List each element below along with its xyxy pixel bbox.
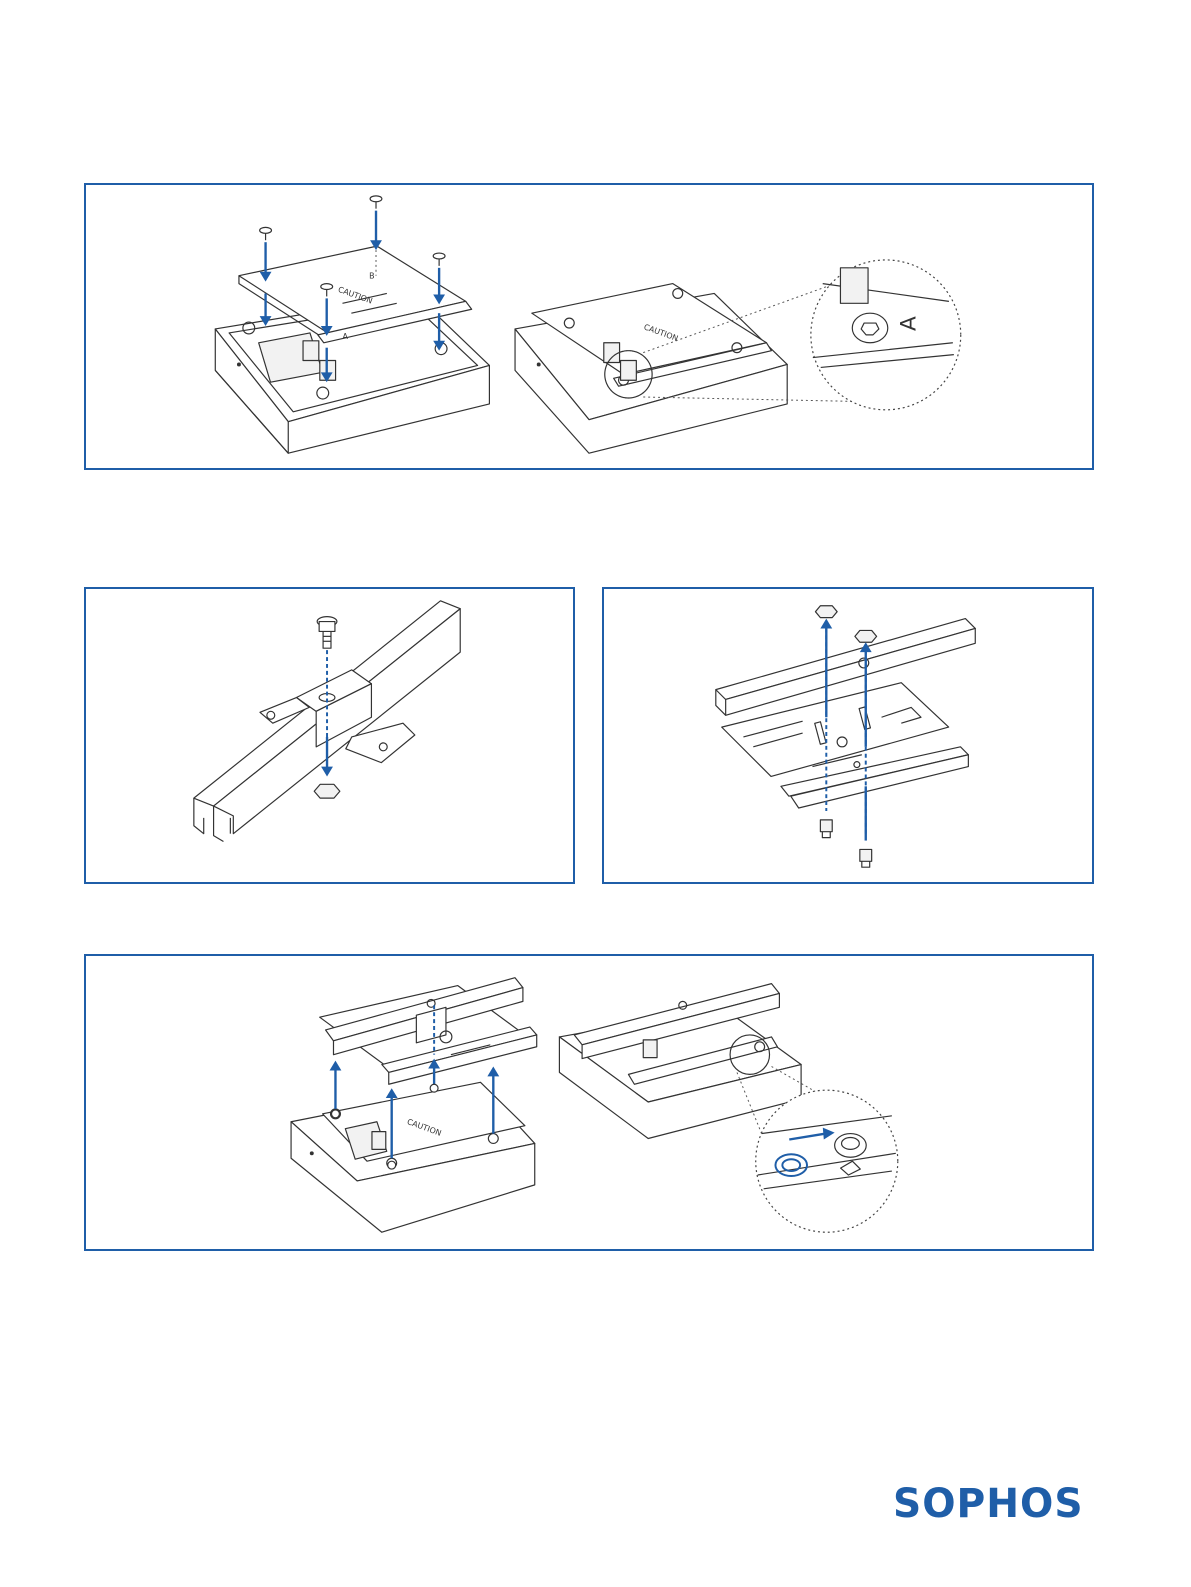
figure-panel-rail-screw: [84, 587, 575, 884]
figure-panel-bracket-attach: CAUTION B A: [84, 183, 1094, 470]
sophos-logo: SOPHOS: [893, 1484, 1093, 1524]
screw-icon: [317, 617, 337, 649]
bracket-rail-illustration: [604, 589, 1092, 882]
label-b: B: [369, 272, 374, 281]
device-assembled: [559, 984, 801, 1139]
zoom-label-a: A: [896, 316, 921, 331]
screw-icon: [820, 820, 871, 867]
figure-panel-slide-assembly: CAUTION: [84, 954, 1094, 1251]
label-a: A: [342, 332, 348, 341]
screw-icon: [260, 227, 272, 240]
screw-icon: [433, 253, 445, 266]
logo-text: SOPHOS: [893, 1484, 1084, 1524]
rail-screw-illustration: [86, 589, 573, 882]
figure-panel-bracket-rail: [602, 587, 1094, 884]
device-exploded: CAUTION: [291, 1082, 535, 1232]
device-assembled: CAUTION: [515, 284, 787, 454]
screw-icon: [370, 196, 382, 209]
bracket-attach-illustration: CAUTION B A: [86, 185, 1092, 468]
slide-assembly-illustration: CAUTION: [86, 956, 1092, 1249]
rail-and-bracket-exploded: [320, 978, 537, 1085]
nut-icon: [314, 784, 340, 798]
